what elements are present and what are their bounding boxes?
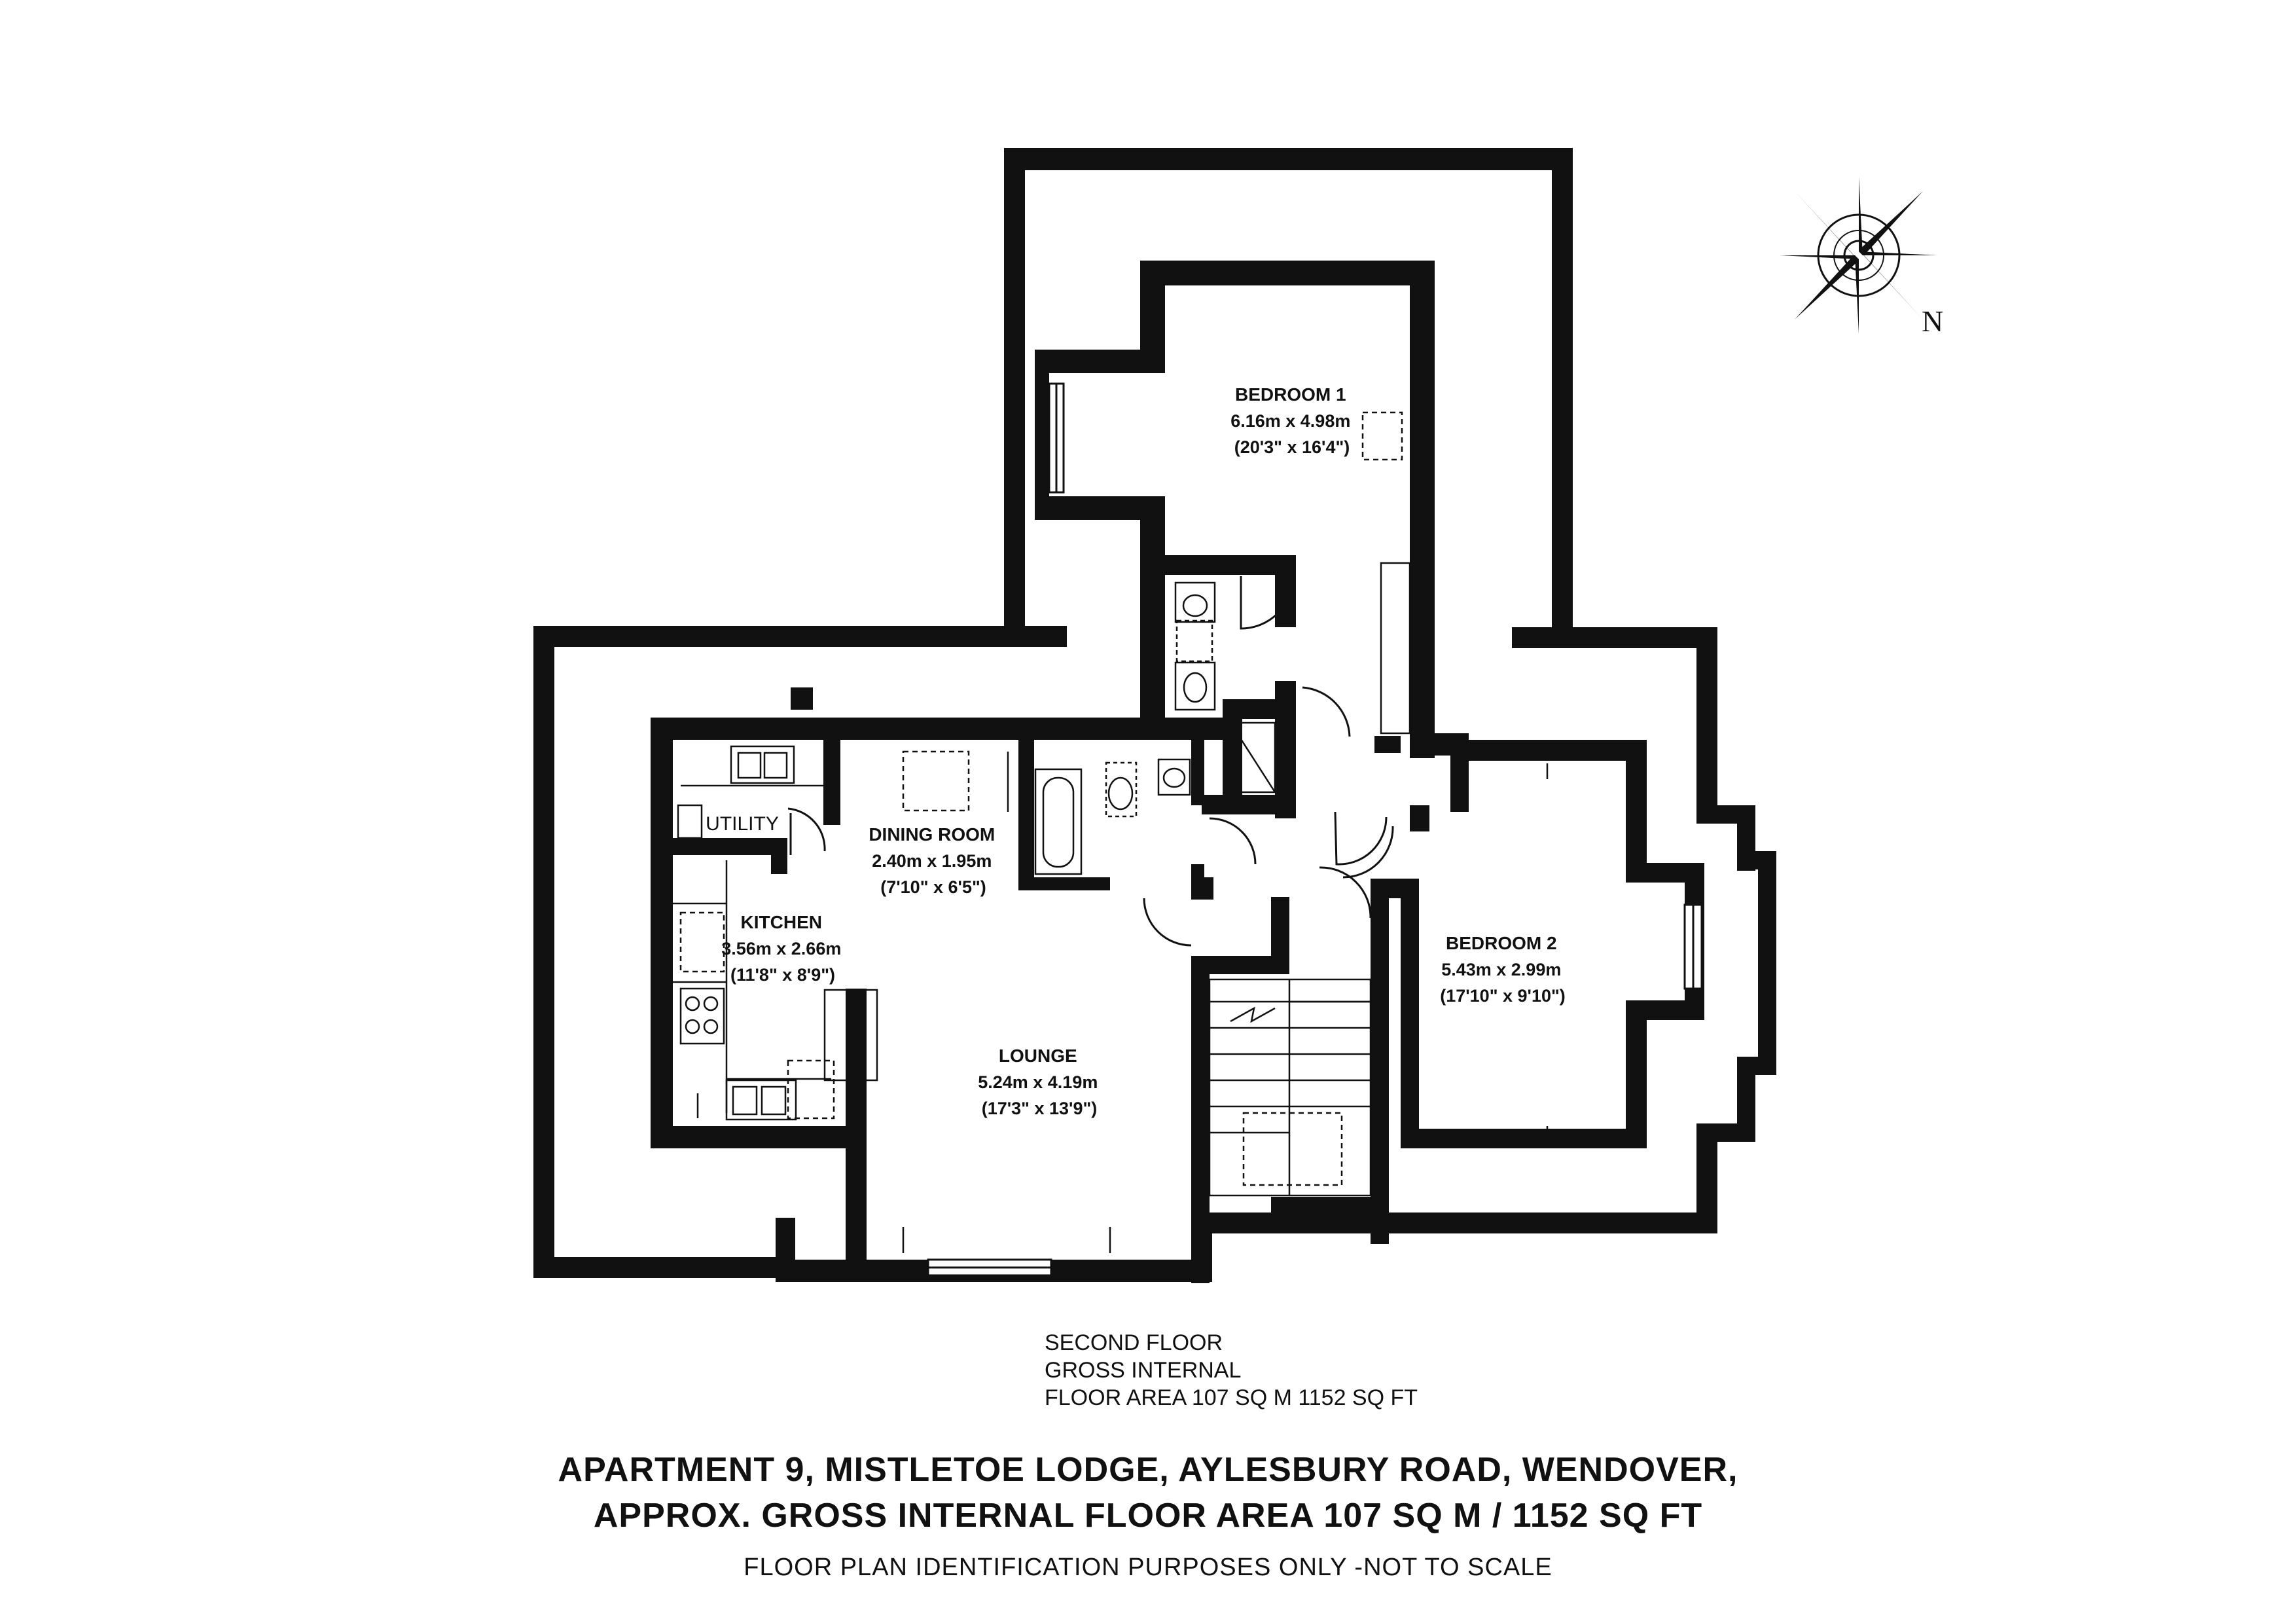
- room-dimensions-metric: 5.24m x 4.19m: [978, 1072, 1098, 1092]
- room-name: BEDROOM 1: [1235, 384, 1346, 405]
- room-label-bedroom2: BEDROOM 2 5.43m x 2.99m (17'10" x 9'10"): [1440, 933, 1566, 1006]
- disclaimer-text: FLOOR PLAN IDENTIFICATION PURPOSES ONLY …: [744, 1554, 1552, 1581]
- room-dimensions-imperial: (20'3" x 16'4"): [1234, 437, 1350, 457]
- room-name: KITCHEN: [741, 912, 822, 932]
- room-name: BEDROOM 2: [1446, 933, 1557, 953]
- room-dimensions-imperial: (11'8" x 8'9"): [730, 965, 835, 985]
- room-dimensions-metric: 6.16m x 4.98m: [1230, 411, 1350, 431]
- room-label-lounge: LOUNGE 5.24m x 4.19m (17'3" x 13'9"): [978, 1046, 1101, 1118]
- room-label-kitchen: KITCHEN 3.56m x 2.66m (11'8" x 8'9"): [721, 912, 844, 985]
- windows: [927, 382, 1703, 1277]
- floor-summary-gross: GROSS INTERNAL: [1045, 1358, 1241, 1383]
- gross-area-title: APPROX. GROSS INTERNAL FLOOR AREA 107 SQ…: [593, 1497, 1703, 1535]
- room-dimensions-imperial: (17'10" x 9'10"): [1440, 986, 1566, 1006]
- room-dimensions-imperial: (7'10" x 6'5"): [880, 877, 986, 897]
- walls: [533, 148, 1776, 1283]
- door-swings: [787, 575, 1394, 947]
- room-dimensions-metric: 3.56m x 2.66m: [721, 939, 841, 958]
- compass-rose-icon: [1780, 177, 1937, 334]
- room-label-bedroom1: BEDROOM 1 6.16m x 4.98m (20'3" x 16'4"): [1230, 384, 1354, 457]
- fixtures: [673, 411, 1549, 1253]
- compass-north-label: N: [1922, 304, 1943, 338]
- room-label-dining: DINING ROOM 2.40m x 1.95m (7'10" x 6'5"): [869, 824, 997, 897]
- room-name: DINING ROOM: [869, 824, 995, 845]
- room-dimensions-imperial: (17'3" x 13'9"): [982, 1099, 1098, 1118]
- floor-summary-floor: SECOND FLOOR: [1045, 1330, 1223, 1355]
- room-label-utility: UTILITY: [706, 813, 779, 835]
- property-address-title: APARTMENT 9, MISTLETOE LODGE, AYLESBURY …: [558, 1451, 1738, 1489]
- room-dimensions-metric: 5.43m x 2.99m: [1441, 960, 1561, 979]
- room-name: LOUNGE: [999, 1046, 1077, 1066]
- room-dimensions-metric: 2.40m x 1.95m: [872, 851, 992, 871]
- floor-summary-area: FLOOR AREA 107 SQ M 1152 SQ FT: [1045, 1385, 1418, 1410]
